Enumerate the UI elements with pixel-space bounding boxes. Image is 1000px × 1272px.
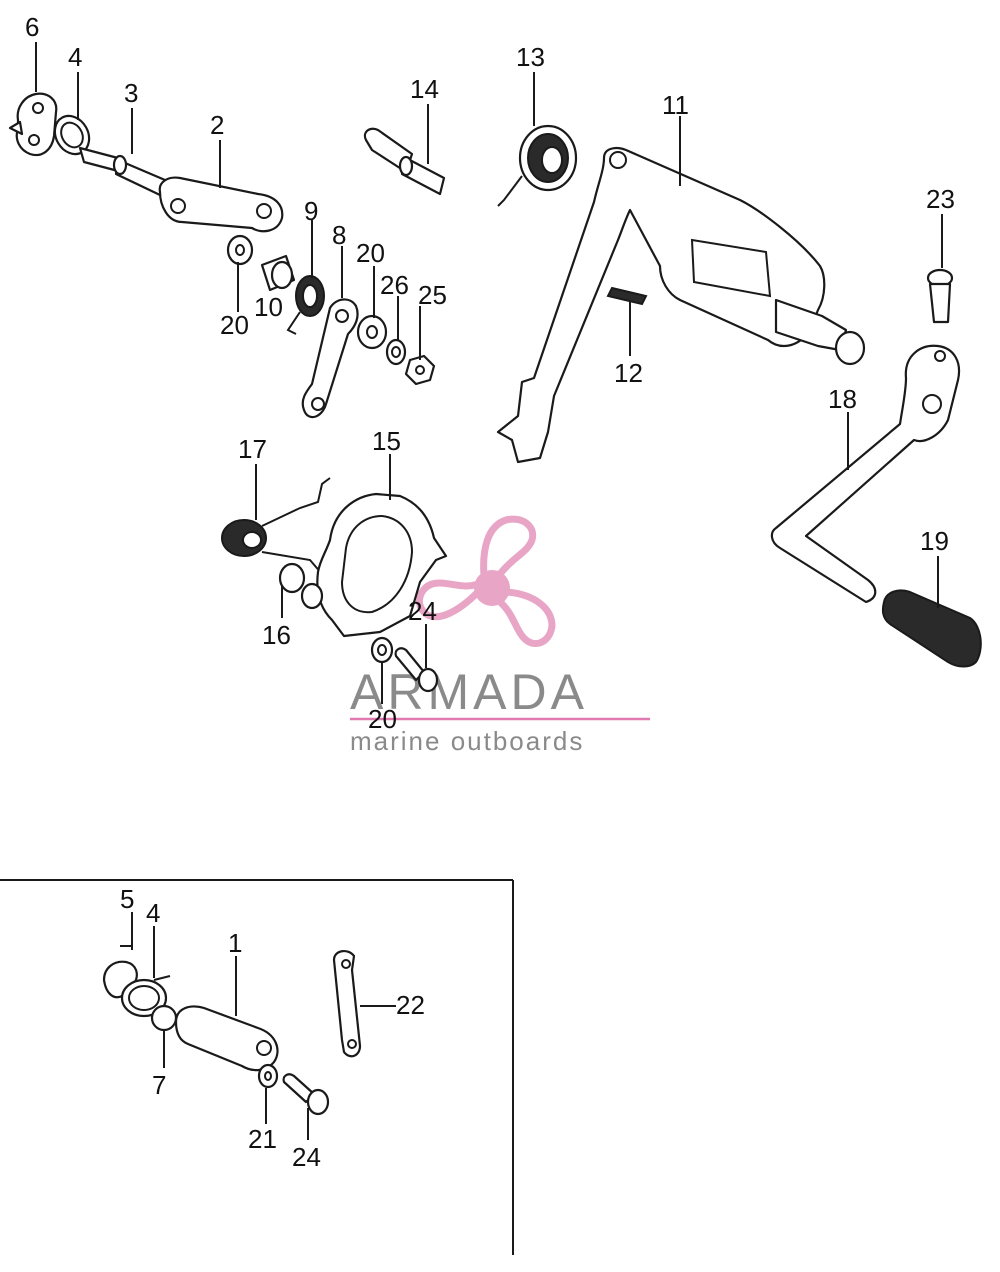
callout-17: 17: [238, 434, 267, 464]
part-25-nut: [404, 354, 436, 386]
part-3-shaft: [78, 146, 167, 197]
callout-6: 6: [25, 12, 39, 42]
propeller-icon: [415, 515, 556, 647]
armada-logo: ARMADA marine outboards: [350, 515, 650, 756]
callout-2: 2: [210, 110, 224, 140]
callout-9: 9: [304, 196, 318, 226]
callout-21: 21: [248, 1124, 277, 1154]
brand-tagline: marine outboards: [350, 726, 584, 756]
part-10-collar: [260, 254, 296, 292]
callout-24-inset: 24: [292, 1142, 321, 1172]
callout-23: 23: [926, 184, 955, 214]
part-6-bracket: [8, 92, 58, 157]
part-20-washer-b: [356, 314, 388, 350]
part-20-washer-c: [370, 636, 394, 664]
callout-12: 12: [614, 358, 643, 388]
part-2-shift-arm: [158, 176, 284, 233]
callout-1: 1: [228, 928, 242, 958]
callout-25: 25: [418, 280, 447, 310]
callout-5: 5: [120, 884, 134, 914]
callout-24-top: 24: [408, 596, 437, 626]
callout-15: 15: [372, 426, 401, 456]
callout-22: 22: [396, 990, 425, 1020]
inset-frame: [0, 879, 514, 1255]
part-4-oil-seal-inset: [120, 975, 171, 1018]
callout-13: 13: [516, 42, 545, 72]
part-17-spring: [221, 477, 331, 575]
part-24-bolt-a: [394, 647, 439, 693]
callout-14: 14: [410, 74, 439, 104]
part-20-washer-a: [226, 234, 254, 266]
callout-16: 16: [262, 620, 291, 650]
part-23-bolt: [926, 268, 954, 324]
part-4-oil-seal: [53, 114, 91, 156]
brand-name: ARMADA: [350, 664, 588, 720]
callout-8: 8: [332, 220, 346, 250]
callout-26: 26: [380, 270, 409, 300]
part-21-washer: [257, 1063, 279, 1089]
part-18-kick-lever: [770, 344, 961, 604]
part-8-arm: [301, 298, 359, 419]
part-7-collar: [150, 1004, 178, 1032]
part-1-shift-arm: [174, 1005, 279, 1072]
part-9-spring: [286, 275, 325, 335]
part-16-collar: [278, 562, 324, 610]
part-24-bolt-b: [282, 1073, 330, 1116]
callout-11: 11: [662, 90, 689, 120]
callout-18: 18: [828, 384, 857, 414]
callout-19: 19: [920, 526, 949, 556]
callout-4-inset: 4: [146, 898, 160, 928]
leader-lines: [35, 42, 943, 1140]
part-26-washer: [385, 338, 407, 366]
callout-20-mid: 20: [356, 238, 385, 268]
callout-20-left: 20: [220, 310, 249, 340]
part-12-spring: [606, 286, 648, 306]
callout-10: 10: [254, 292, 283, 322]
part-15-plate: [316, 492, 448, 638]
part-13-spring: [497, 124, 578, 207]
part-22-bracket: [332, 950, 362, 1058]
callout-20-bottom: 20: [368, 704, 397, 734]
callout-4: 4: [68, 42, 82, 72]
callout-labels: 6 4 3 2 9 8 20 26 25 10 20 14 13 11 12 2…: [25, 12, 955, 1172]
part-19-rubber: [881, 589, 982, 668]
callout-7: 7: [152, 1070, 166, 1100]
part-11-stand: [496, 147, 866, 464]
part-14-pin: [363, 127, 446, 196]
callout-3: 3: [124, 78, 138, 108]
